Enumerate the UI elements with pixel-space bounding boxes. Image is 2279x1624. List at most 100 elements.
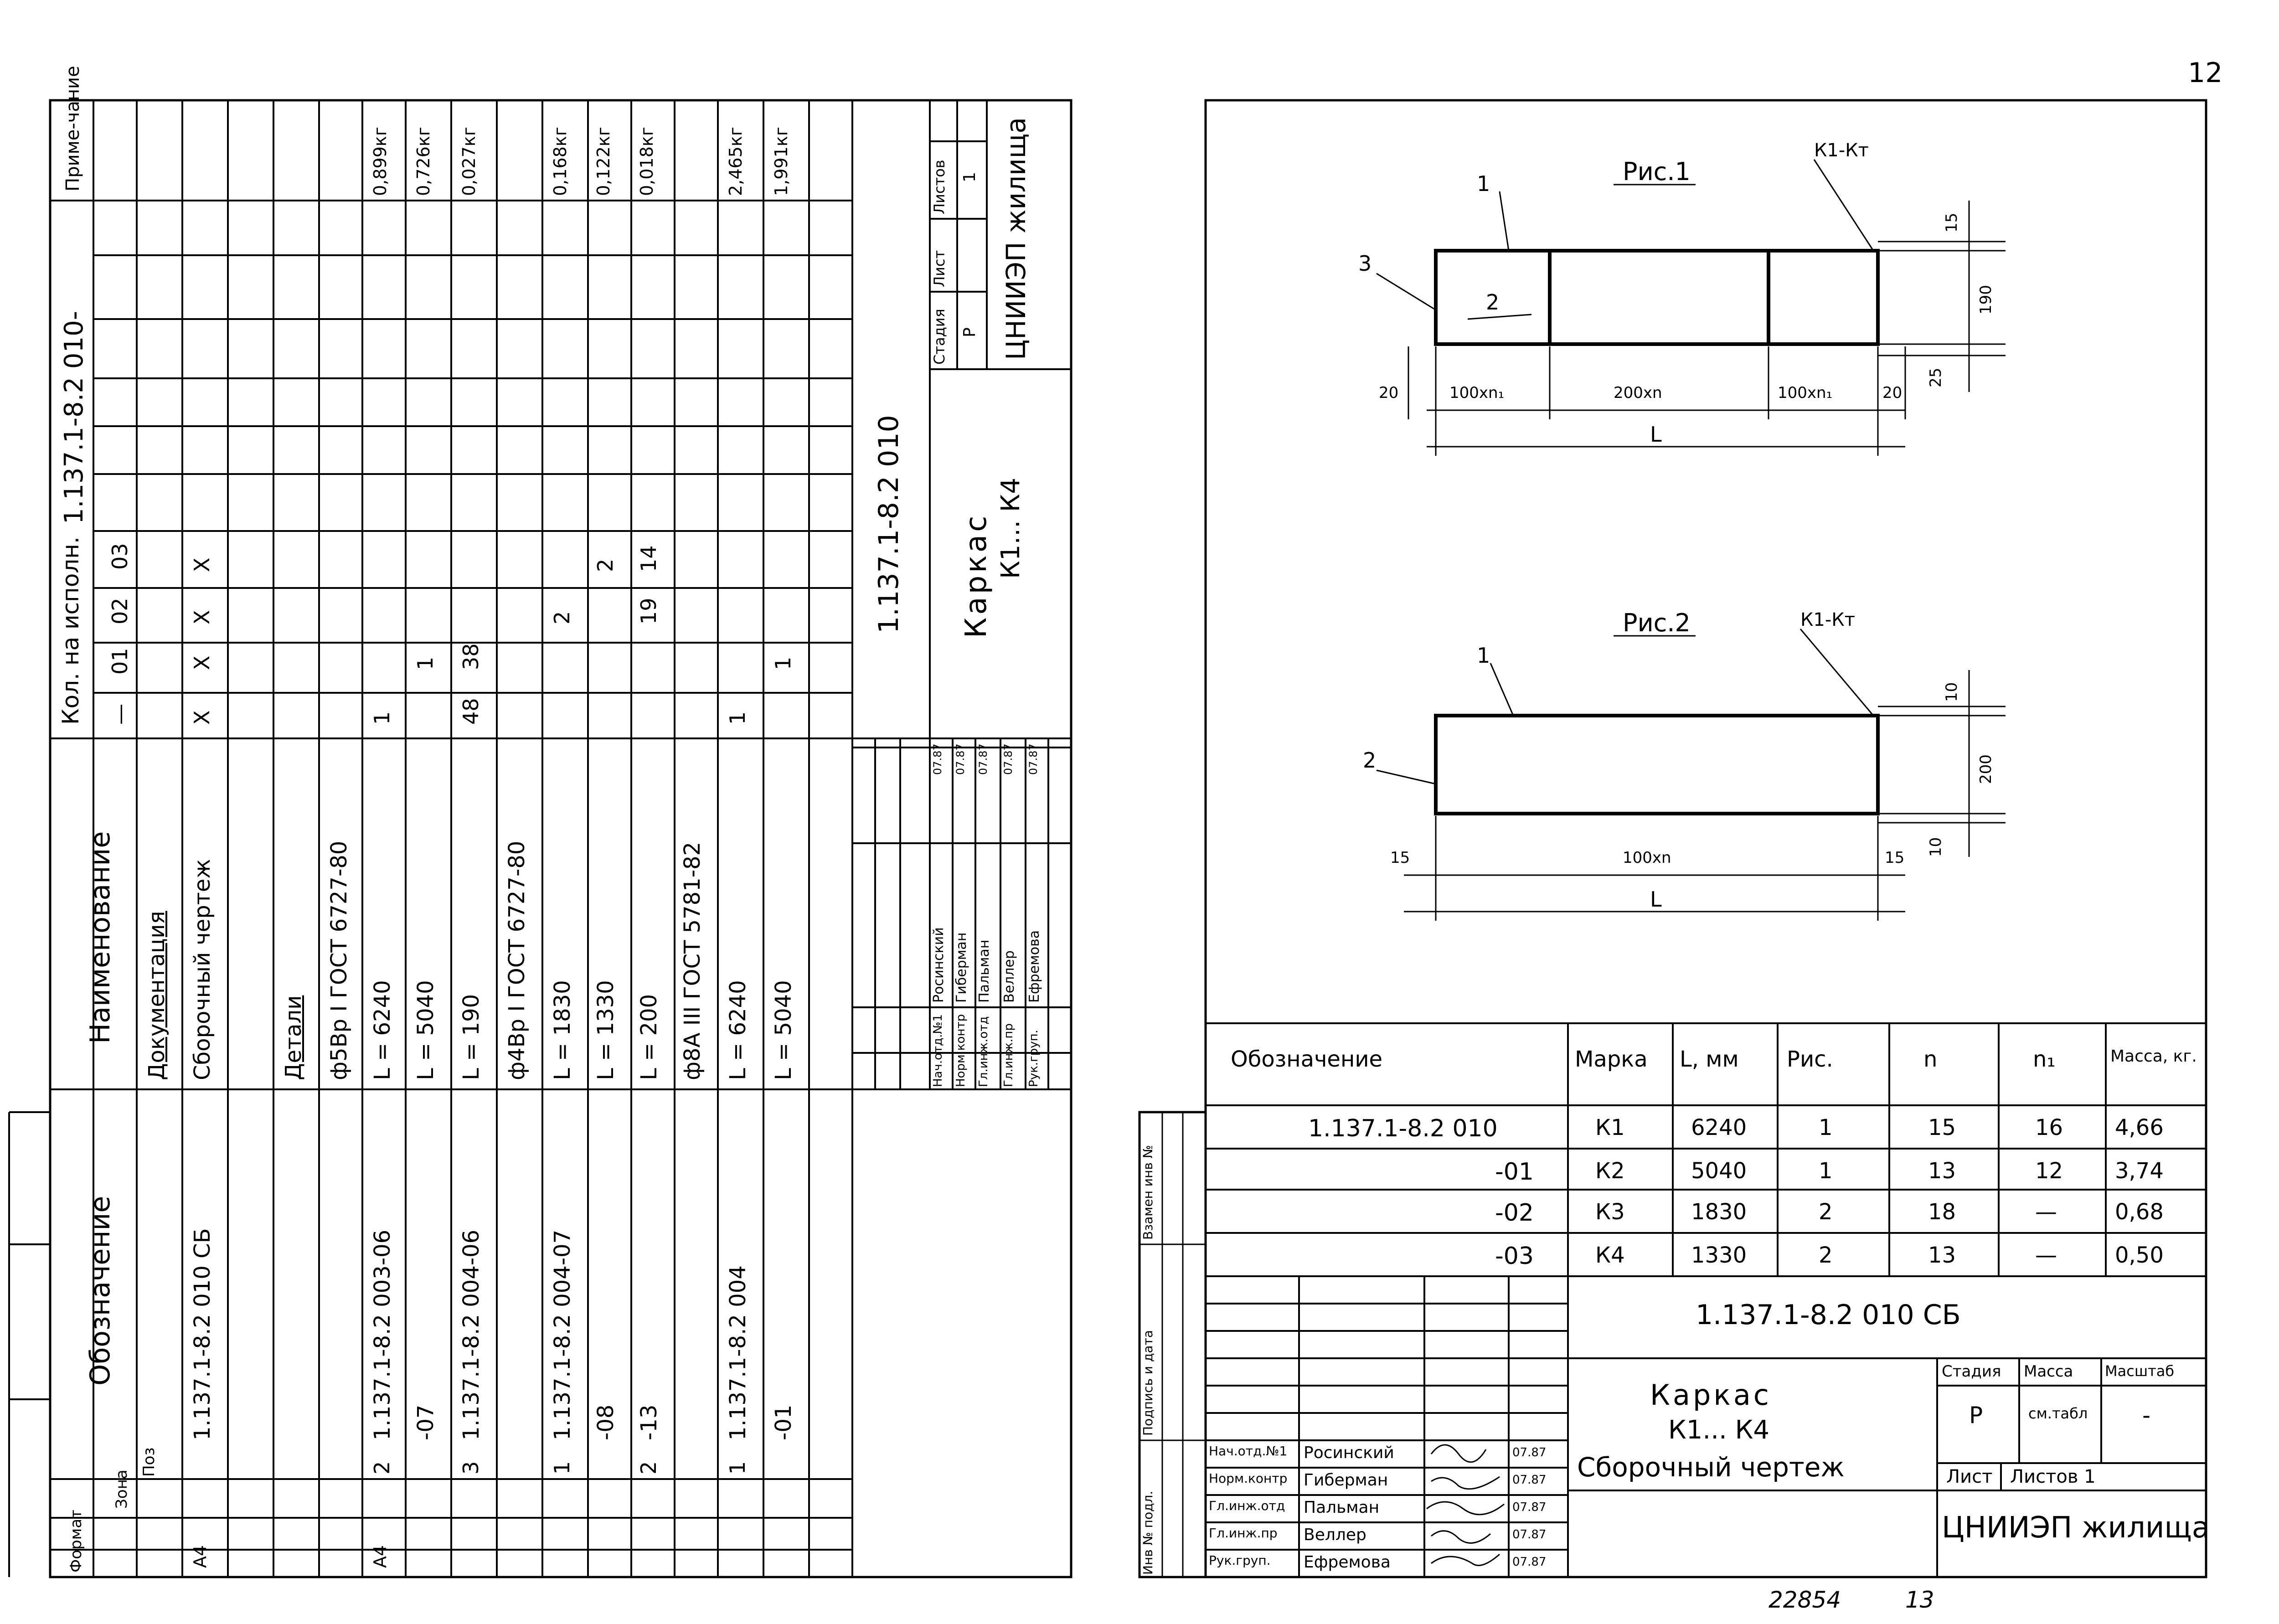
fig1-dim: 200хn [1614, 384, 1662, 402]
signer-name: Гиберман [954, 932, 969, 1003]
row-name: Документация [144, 911, 170, 1080]
table-cell: 0,68 [2115, 1199, 2164, 1225]
row-name: ф4Вр I ГОСТ 6727-80 [504, 840, 530, 1080]
signer-role: Нач.отд.№1 [1209, 1444, 1288, 1459]
table-cell: — [2035, 1242, 2057, 1268]
fig1-callout: 2 [1486, 290, 1500, 314]
fig2-callout: 2 [1363, 748, 1377, 773]
signer-date: 07.87 [1512, 1555, 1547, 1569]
row-qty: 2 [550, 611, 574, 624]
fig2-dim-right: 10 [1943, 682, 1961, 702]
row-qty: 2 [593, 558, 618, 572]
right-mass: см.табл [2028, 1405, 2088, 1422]
signer-name: Ефремова [1026, 930, 1042, 1003]
signer-role: Гл.инж.отд [977, 1016, 990, 1087]
table-cell: 1 [1819, 1115, 1833, 1140]
left-stage: Р [960, 327, 979, 337]
right-doc-code: 1.137.1-8.2 010 СБ [1696, 1299, 1961, 1331]
row-designation: 1.137.1-8.2 004 [725, 1265, 751, 1440]
hdr-variant: 02 [108, 598, 132, 624]
fig1-dim: 100хn₁ [1778, 384, 1833, 402]
signer-date: 07.87 [977, 743, 990, 775]
fig1-callout: 3 [1358, 251, 1372, 276]
row-designation: 1.137.1-8.2 004-07 [550, 1229, 575, 1440]
row-note: 0,168кг [550, 127, 570, 196]
signer-name: Росинский [931, 927, 947, 1003]
hdr-qty-title: Кол. на исполн. [57, 536, 84, 725]
table-cell: 12 [2035, 1158, 2063, 1184]
right-sheet-label: Лист [1946, 1466, 1993, 1487]
left-sheets-label: Листов [931, 160, 948, 214]
row-designation: 1.137.1-8.2 010 СБ [190, 1228, 215, 1440]
fig1-caption: Рис.1 [1623, 157, 1691, 186]
signer-date: 07.87 [1002, 743, 1015, 775]
row-note: 2,465кг [726, 127, 746, 196]
row-name: L = 190 [459, 994, 484, 1080]
side-label-inv: Инв № подл. [1140, 1490, 1155, 1575]
left-stage-label: Стадия [931, 309, 948, 365]
fig2-dim: 15 [1390, 849, 1410, 867]
hdr-pos: Поз [140, 1447, 158, 1477]
row-name: Детали [281, 995, 306, 1080]
right-subtitle: К1... К4 [1668, 1415, 1769, 1445]
table-cell: 2 [1819, 1199, 1833, 1225]
signer-role: Норм.контр [954, 1014, 968, 1087]
hdr-zone: Зона [113, 1469, 131, 1509]
signer-name: Веллер [1304, 1526, 1366, 1544]
table-cell: 13 [1928, 1242, 1956, 1268]
row-name: L = 5040 [771, 980, 796, 1080]
table-header: Марка [1575, 1047, 1648, 1072]
row-designation: -07 [413, 1404, 438, 1440]
fig2-callout: 1 [1477, 643, 1490, 668]
hdr-format: Формат [67, 1510, 85, 1572]
page-number: 12 [2188, 57, 2223, 89]
table-cell: 1830 [1691, 1199, 1747, 1225]
row-qty: X [190, 557, 214, 572]
side-label-signature: Подпись и дата [1140, 1330, 1155, 1436]
row-note: 0,899кг [370, 127, 390, 196]
left-sheet-label: Лист [931, 250, 948, 287]
table-cell: 18 [1928, 1199, 1956, 1225]
signer-date: 07.87 [1512, 1446, 1547, 1459]
bottom-number-right: 13 [1905, 1587, 1934, 1613]
right-kind: Сборочный чертеж [1577, 1452, 1845, 1483]
right-title: Каркас [1650, 1378, 1772, 1412]
table-cell: 15 [1928, 1115, 1956, 1140]
fig2-dim-right: 10 [1927, 837, 1945, 857]
fig1-callout: 1 [1477, 171, 1490, 196]
fig1-dim-right: 15 [1943, 212, 1961, 232]
signer-name: Росинский [1304, 1444, 1394, 1462]
row-format: А4 [370, 1545, 390, 1568]
fig1-mark: К1-Кт [1814, 140, 1869, 161]
signer-name: Пальман [976, 939, 992, 1003]
table-header: n [1923, 1047, 1938, 1072]
signer-date: 07.87 [931, 743, 944, 775]
fig1-dim-right: 190 [1977, 285, 1995, 314]
fig2-dim: 15 [1885, 849, 1905, 867]
signer-date: 07.87 [1512, 1500, 1547, 1514]
signer-name: Веллер [1001, 950, 1017, 1003]
table-cell-designation: -02 [1495, 1199, 1534, 1227]
right-mass-label: Масса [2024, 1362, 2073, 1381]
table-cell: 16 [2035, 1115, 2063, 1140]
row-qty: 1 [725, 711, 750, 725]
signer-date: 07.87 [1512, 1473, 1547, 1487]
right-sheets-label: Листов 1 [2010, 1466, 2096, 1487]
table-cell-designation: 1.137.1-8.2 010 [1308, 1115, 1498, 1142]
row-qty: X [190, 655, 214, 670]
table-header: n₁ [2033, 1047, 2056, 1072]
signer-name: Пальман [1304, 1498, 1380, 1517]
row-qty: X [190, 710, 214, 725]
table-header: Обозначение [1231, 1047, 1383, 1072]
table-cell: 1 [1819, 1158, 1833, 1184]
table-cell: 5040 [1691, 1158, 1747, 1184]
table-cell: 13 [1928, 1158, 1956, 1184]
row-qty: 19 [636, 598, 661, 624]
table-cell: К3 [1595, 1199, 1625, 1225]
left-org: ЦНИИЭП жилища [1000, 117, 1031, 360]
hdr-designation: Обозначение [84, 1196, 116, 1386]
right-scale-label: Масштаб [2105, 1362, 2175, 1380]
row-qty: 48 [459, 698, 483, 725]
hdr-variant: 01 [108, 648, 132, 675]
fig1-dim-total: L [1650, 422, 1662, 447]
